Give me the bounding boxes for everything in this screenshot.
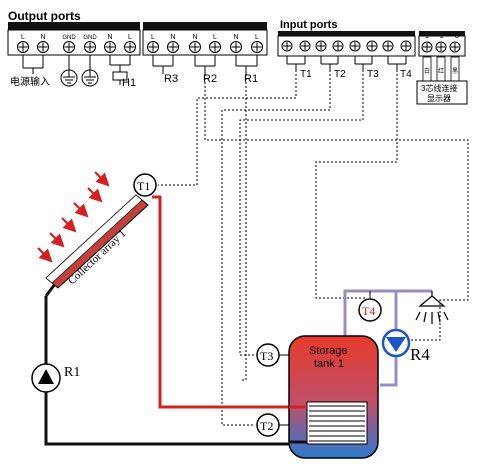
input-t1-label: T1 xyxy=(300,69,312,80)
sensor-t1: T1 xyxy=(133,173,157,197)
terminal-screw-icon xyxy=(17,41,29,53)
relay-r3-label: R3 xyxy=(164,73,178,85)
terminal-screw-icon xyxy=(189,41,201,53)
svg-text:T3: T3 xyxy=(260,349,273,363)
svg-text:T2: T2 xyxy=(260,419,273,433)
output-terminal-label: L xyxy=(213,34,217,41)
pump-r1-icon xyxy=(31,363,61,393)
terminal-screw-icon xyxy=(147,41,159,53)
output-terminal-label: N xyxy=(40,34,45,41)
output-terminal-label: GND xyxy=(62,35,76,41)
display-terminal-2: 2 xyxy=(440,33,444,40)
input-terminal-block xyxy=(277,31,416,57)
pump-r1-label: R1 xyxy=(64,365,80,380)
shower-icon xyxy=(415,291,449,324)
display-wire-black: 黑 xyxy=(452,68,458,75)
output-terminal-label: N xyxy=(233,34,238,41)
terminal-screw-icon xyxy=(251,41,263,53)
display-label-line2: 显示器 xyxy=(427,94,451,103)
output-terminal-label: N xyxy=(170,34,175,41)
ground-icon xyxy=(81,69,99,87)
output-terminals: L N GND GND N L L N N L N L xyxy=(17,34,263,53)
svg-text:T1: T1 xyxy=(137,179,150,193)
display-wire-white: 白 xyxy=(424,67,430,75)
input-t4-label: T4 xyxy=(400,69,412,80)
output-terminal-block-left xyxy=(7,22,141,56)
display-label-line1: 3芯线连接 xyxy=(421,83,457,93)
terminal-screw-icon xyxy=(299,40,311,52)
output-terminal-label: GND xyxy=(83,35,97,41)
cold-return-line xyxy=(44,296,290,446)
hot-flow-line xyxy=(152,195,290,409)
terminal-screw-icon xyxy=(382,40,394,52)
input-t2-label: T2 xyxy=(334,69,346,80)
storage-tank: Storage tank 1 xyxy=(288,335,379,459)
relay-r1-label: R1 xyxy=(244,73,258,85)
output-terminal-block-right xyxy=(142,22,268,56)
terminal-screw-icon xyxy=(349,40,361,52)
pump-r4-label: R4 xyxy=(410,345,430,364)
output-ports-title: Output ports xyxy=(8,9,81,23)
terminal-screw-icon xyxy=(449,41,461,53)
display-label-box xyxy=(416,80,468,105)
input-terminals xyxy=(281,40,412,52)
h1-label: H1 xyxy=(122,77,136,89)
terminal-screw-icon xyxy=(400,40,412,52)
input-t3-label: T3 xyxy=(367,69,379,80)
sun-arrows xyxy=(37,171,110,263)
ground-icon xyxy=(60,69,78,87)
sensor-t3: T3 xyxy=(256,343,289,367)
output-terminal-label: N xyxy=(192,34,197,41)
tank-label-line1: Storage xyxy=(309,345,348,357)
terminal-screw-icon xyxy=(315,40,327,52)
collector-array: Collector array 1 xyxy=(45,194,149,289)
display-terminals xyxy=(421,41,461,53)
pump-r4-icon xyxy=(381,328,411,358)
terminal-screw-icon xyxy=(124,41,136,53)
output-terminal-label: L xyxy=(21,34,25,41)
output-terminal-label: L xyxy=(151,34,155,41)
terminal-screw-icon xyxy=(37,41,49,53)
output-terminal-label: N xyxy=(107,34,112,41)
sensor-t2: T2 xyxy=(256,413,289,437)
display-terminal-1: 1 xyxy=(425,33,429,40)
terminal-screw-icon xyxy=(281,40,293,52)
terminal-screw-icon xyxy=(366,40,378,52)
terminal-screw-icon xyxy=(167,41,179,53)
power-input-wiring xyxy=(22,55,91,74)
relay-wiring xyxy=(152,55,258,74)
terminal-screw-icon xyxy=(230,41,242,53)
output-terminal-label: L xyxy=(128,34,132,41)
terminal-screw-icon xyxy=(104,41,116,53)
power-input-label: 电源输入 xyxy=(10,75,50,88)
terminal-screw-icon xyxy=(84,41,96,53)
terminal-screw-icon xyxy=(332,40,344,52)
input-ports-title: Input ports xyxy=(280,19,337,31)
relay-r2-label: R2 xyxy=(203,73,217,85)
h1-wiring xyxy=(109,55,131,85)
terminal-screw-icon xyxy=(435,41,447,53)
terminal-screw-icon xyxy=(63,41,75,53)
display-wire-red: 红 xyxy=(438,67,444,75)
terminal-screw-icon xyxy=(421,41,433,53)
tank-label-line2: tank 1 xyxy=(314,358,344,370)
svg-text:T4: T4 xyxy=(362,304,375,318)
sensor-input-wiring xyxy=(286,56,407,70)
output-terminal-label: L xyxy=(255,34,259,41)
dotted-control-wires xyxy=(158,70,469,426)
terminal-screw-icon xyxy=(209,41,221,53)
sensor-t4: T4 xyxy=(358,291,382,322)
display-terminal-3: 3 xyxy=(455,33,459,40)
